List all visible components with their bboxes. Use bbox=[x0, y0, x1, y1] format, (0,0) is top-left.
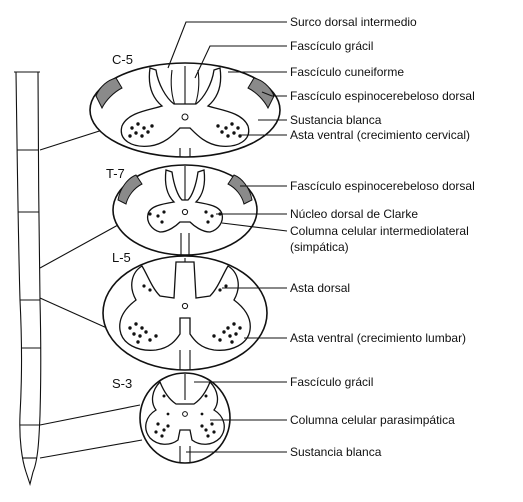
label-l5-dorsal-horn: Asta dorsal bbox=[290, 281, 350, 295]
level-label-t7: T-7 bbox=[106, 166, 125, 181]
label-c5-fasciculus-gracilis: Fascículo grácil bbox=[290, 39, 373, 53]
section-s3: S-3 bbox=[112, 372, 231, 464]
label-t7-dorsal-spinocerebellar: Fascículo espinocerebeloso dorsal bbox=[290, 179, 475, 193]
label-c5-white-matter: Sustancia blanca bbox=[290, 113, 382, 127]
label-t7-clarke-nucleus: Núcleo dorsal de Clarke bbox=[290, 207, 418, 221]
level-label-c5: C-5 bbox=[112, 52, 133, 67]
l5-central-canal bbox=[181, 302, 189, 310]
label-c5-ventral-horn: Asta ventral (crecimiento cervical) bbox=[290, 128, 470, 142]
c5-spinocerebellar-left bbox=[95, 77, 123, 110]
s3-central-canal bbox=[182, 411, 188, 417]
label-t7-intermediolateral: Columna celular intermediolateral bbox=[290, 224, 469, 238]
label-s3-white-matter: Sustancia blanca bbox=[290, 445, 382, 459]
label-c5-fasciculus-cuneatus: Fascículo cuneiforme bbox=[290, 65, 404, 79]
t7-spinocerebellar-left bbox=[117, 174, 143, 205]
t7-spinocerebellar-right bbox=[227, 174, 253, 205]
label-dorsal-intermediate-sulcus: Surco dorsal intermedio bbox=[290, 15, 417, 29]
label-l5-ventral-horn: Asta ventral (crecimiento lumbar) bbox=[290, 331, 466, 345]
label-s3-parasympathetic-column: Columna celular parasimpática bbox=[290, 413, 455, 427]
longitudinal-spinal-cord bbox=[14, 71, 42, 486]
section-t7: T-7 bbox=[106, 164, 258, 256]
level-label-s3: S-3 bbox=[112, 376, 132, 391]
l5-horn-cells bbox=[128, 284, 242, 344]
section-l5: L-5 bbox=[102, 250, 268, 371]
level-label-l5: L-5 bbox=[112, 250, 131, 265]
leader-lines bbox=[167, 21, 288, 453]
t7-clarke-and-lateral-cells bbox=[148, 210, 222, 224]
section-c5: C-5 bbox=[89, 52, 281, 158]
c5-spinocerebellar-right bbox=[247, 77, 275, 110]
structure-labels: Surco dorsal intermedio Fascículo grácil… bbox=[290, 15, 475, 459]
label-s3-fasciculus-gracilis: Fascículo grácil bbox=[290, 375, 373, 389]
label-t7-sympathetic: (simpática) bbox=[290, 240, 349, 254]
s3-horn-cells bbox=[154, 394, 216, 438]
c5-central-canal bbox=[181, 113, 189, 121]
label-c5-dorsal-spinocerebellar: Fascículo espinocerebeloso dorsal bbox=[290, 89, 475, 103]
t7-grey-matter bbox=[146, 169, 224, 233]
t7-central-canal bbox=[181, 208, 189, 216]
